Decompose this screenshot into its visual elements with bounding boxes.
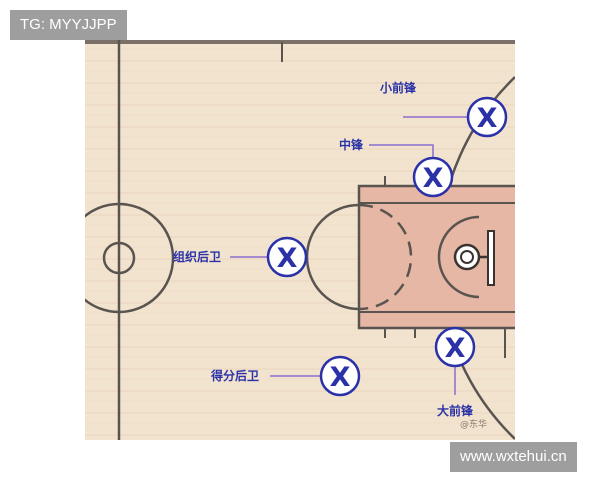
watermark-top: TG: MYYJJPP bbox=[10, 10, 127, 40]
watermark-bottom: www.wxtehui.cn bbox=[450, 442, 577, 472]
shooting-guard-label: 得分后卫 bbox=[210, 368, 259, 383]
player-ring bbox=[319, 355, 361, 397]
point-guard-label: 组织后卫 bbox=[173, 249, 221, 264]
backboard bbox=[487, 230, 495, 286]
point-guard-marker: X 组织后卫 bbox=[173, 236, 308, 278]
center-marker: X 中锋 bbox=[339, 137, 454, 198]
basketball-court-diagram: X 小前锋 X 中锋 X 组织后卫 X 大前锋 X 得分后卫 @东华 bbox=[85, 40, 515, 440]
x-marker-icon: X bbox=[445, 333, 466, 364]
center-label: 中锋 bbox=[339, 137, 364, 152]
rim-center bbox=[460, 250, 474, 264]
small-forward-marker: X 小前锋 bbox=[380, 80, 508, 138]
player-ring bbox=[412, 156, 454, 198]
center-circle bbox=[85, 202, 175, 314]
player-ring bbox=[466, 96, 508, 138]
power-forward-marker: X 大前锋 bbox=[434, 326, 476, 418]
player-ring bbox=[266, 236, 308, 278]
leader-line bbox=[369, 144, 434, 157]
player-markers: X 小前锋 X 中锋 X 组织后卫 X 大前锋 X 得分后卫 bbox=[173, 80, 508, 418]
power-forward-label: 大前锋 bbox=[437, 403, 474, 418]
shooting-guard-marker: X 得分后卫 bbox=[210, 355, 361, 397]
player-ring bbox=[434, 326, 476, 368]
court-surface bbox=[85, 40, 515, 440]
small-forward-label: 小前锋 bbox=[380, 80, 417, 95]
x-marker-icon: X bbox=[477, 103, 498, 134]
rim bbox=[453, 243, 481, 271]
x-marker-icon: X bbox=[330, 362, 351, 393]
restricted-area-arc bbox=[437, 215, 480, 299]
center-circle-inner bbox=[102, 241, 136, 275]
free-throw-circle-inner bbox=[358, 203, 413, 311]
image-credit: @东华 bbox=[460, 418, 487, 430]
x-marker-icon: X bbox=[277, 243, 298, 274]
x-marker-icon: X bbox=[423, 163, 444, 194]
